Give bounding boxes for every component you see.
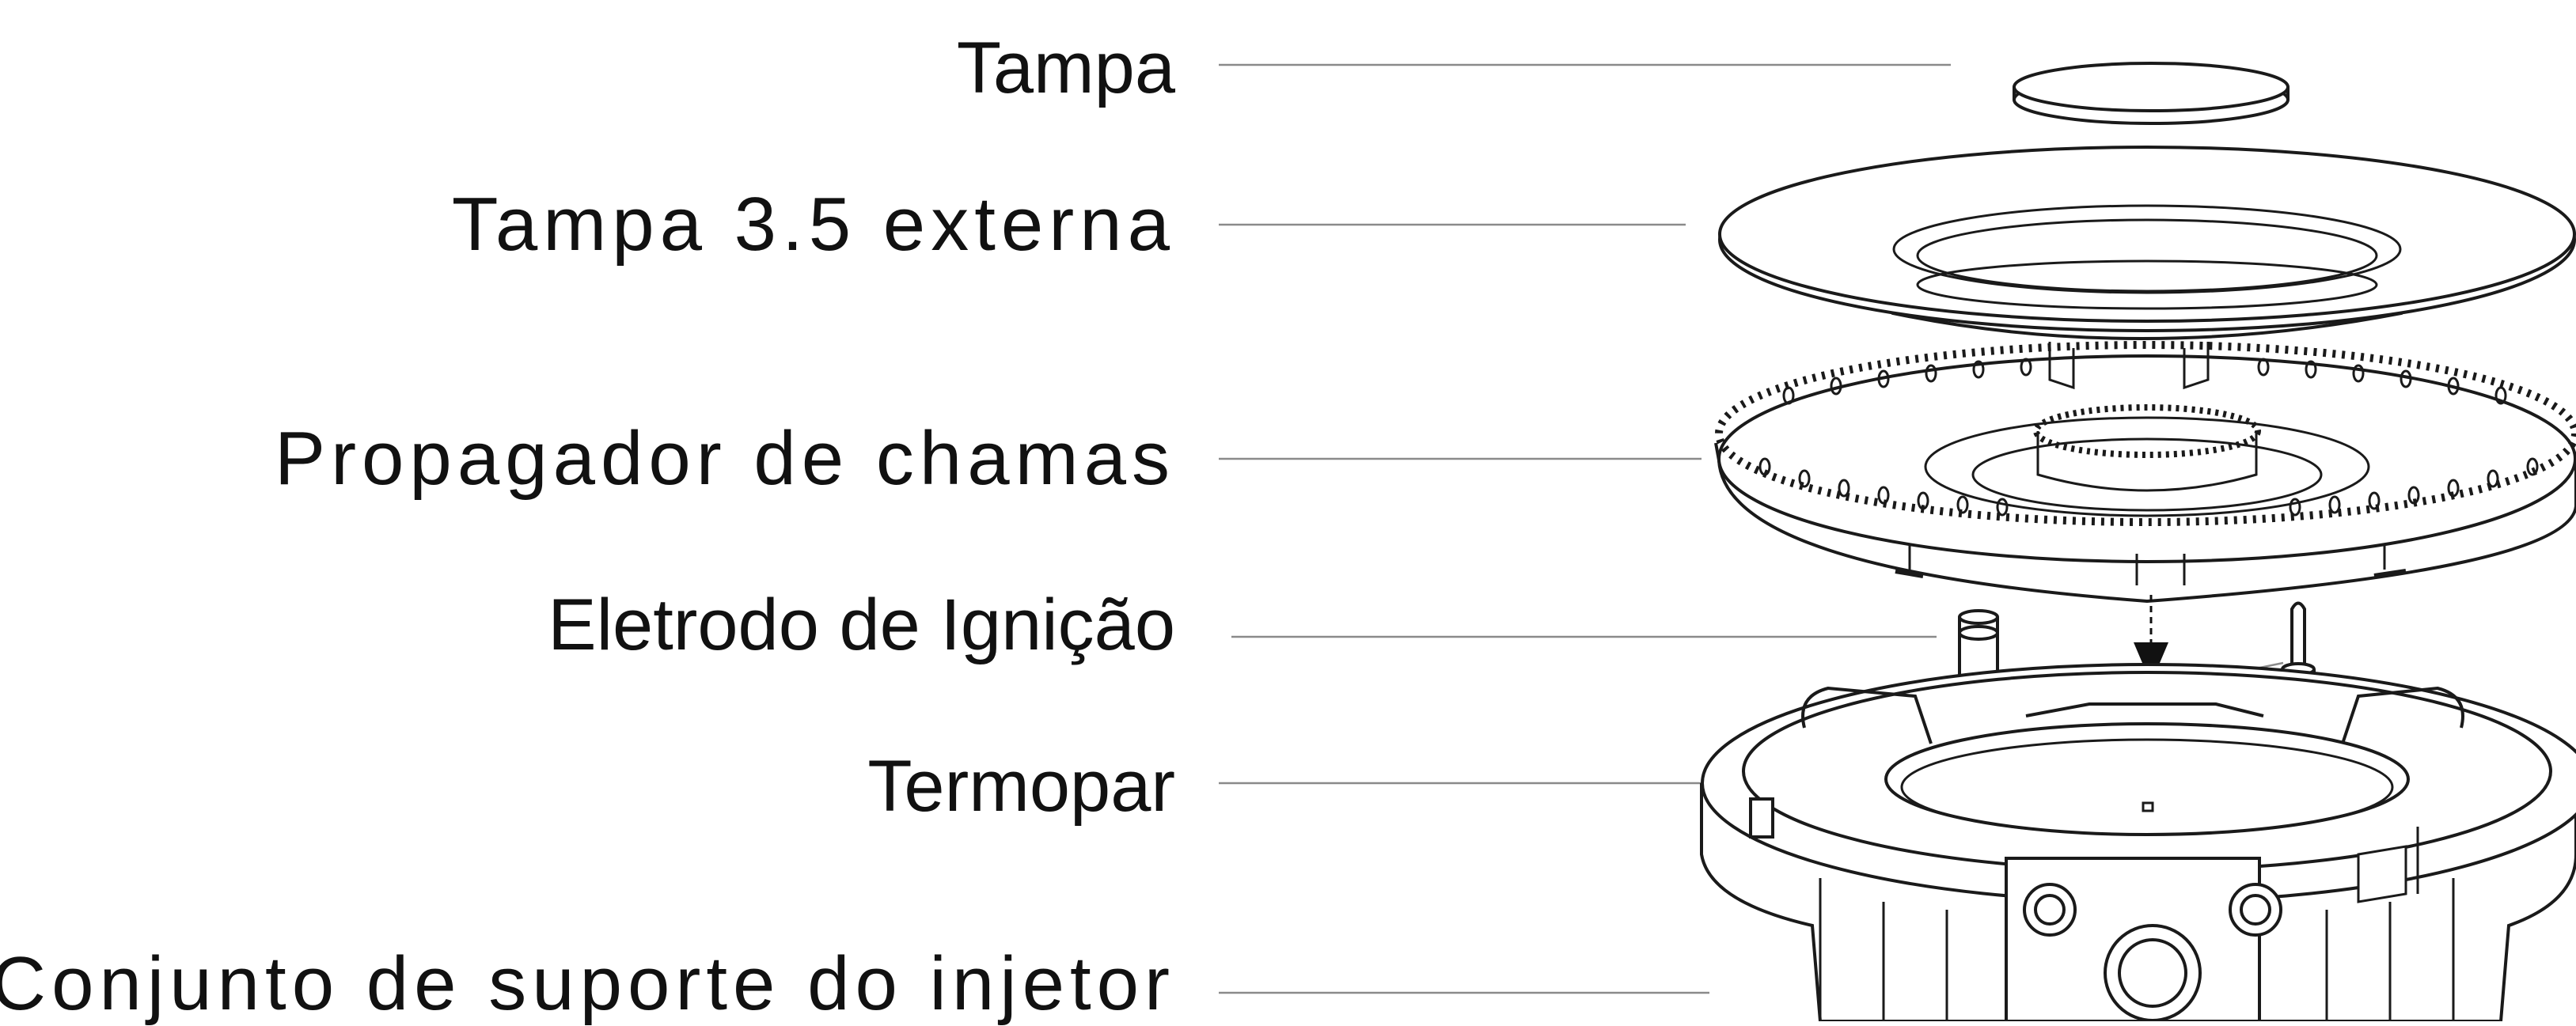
assembly-arrow [2134,595,2168,683]
label-tampa: Tampa [956,28,1175,108]
propagador-part [1714,341,2576,604]
tampa-part [2013,62,2290,125]
label-eletrodo: Eletrodo de Ignição [548,585,1175,665]
label-tampa-externa: Tampa 3.5 externa [451,182,1175,267]
flame-holes [1758,358,2539,517]
label-termopar: Termopar [867,746,1175,827]
label-propagador: Propagador de chamas [275,416,1175,501]
tampa-externa-part [1718,146,2576,340]
conjunto-part [1700,663,2576,1021]
label-conjunto: Conjunto de suporte do injetor [0,941,1175,1026]
